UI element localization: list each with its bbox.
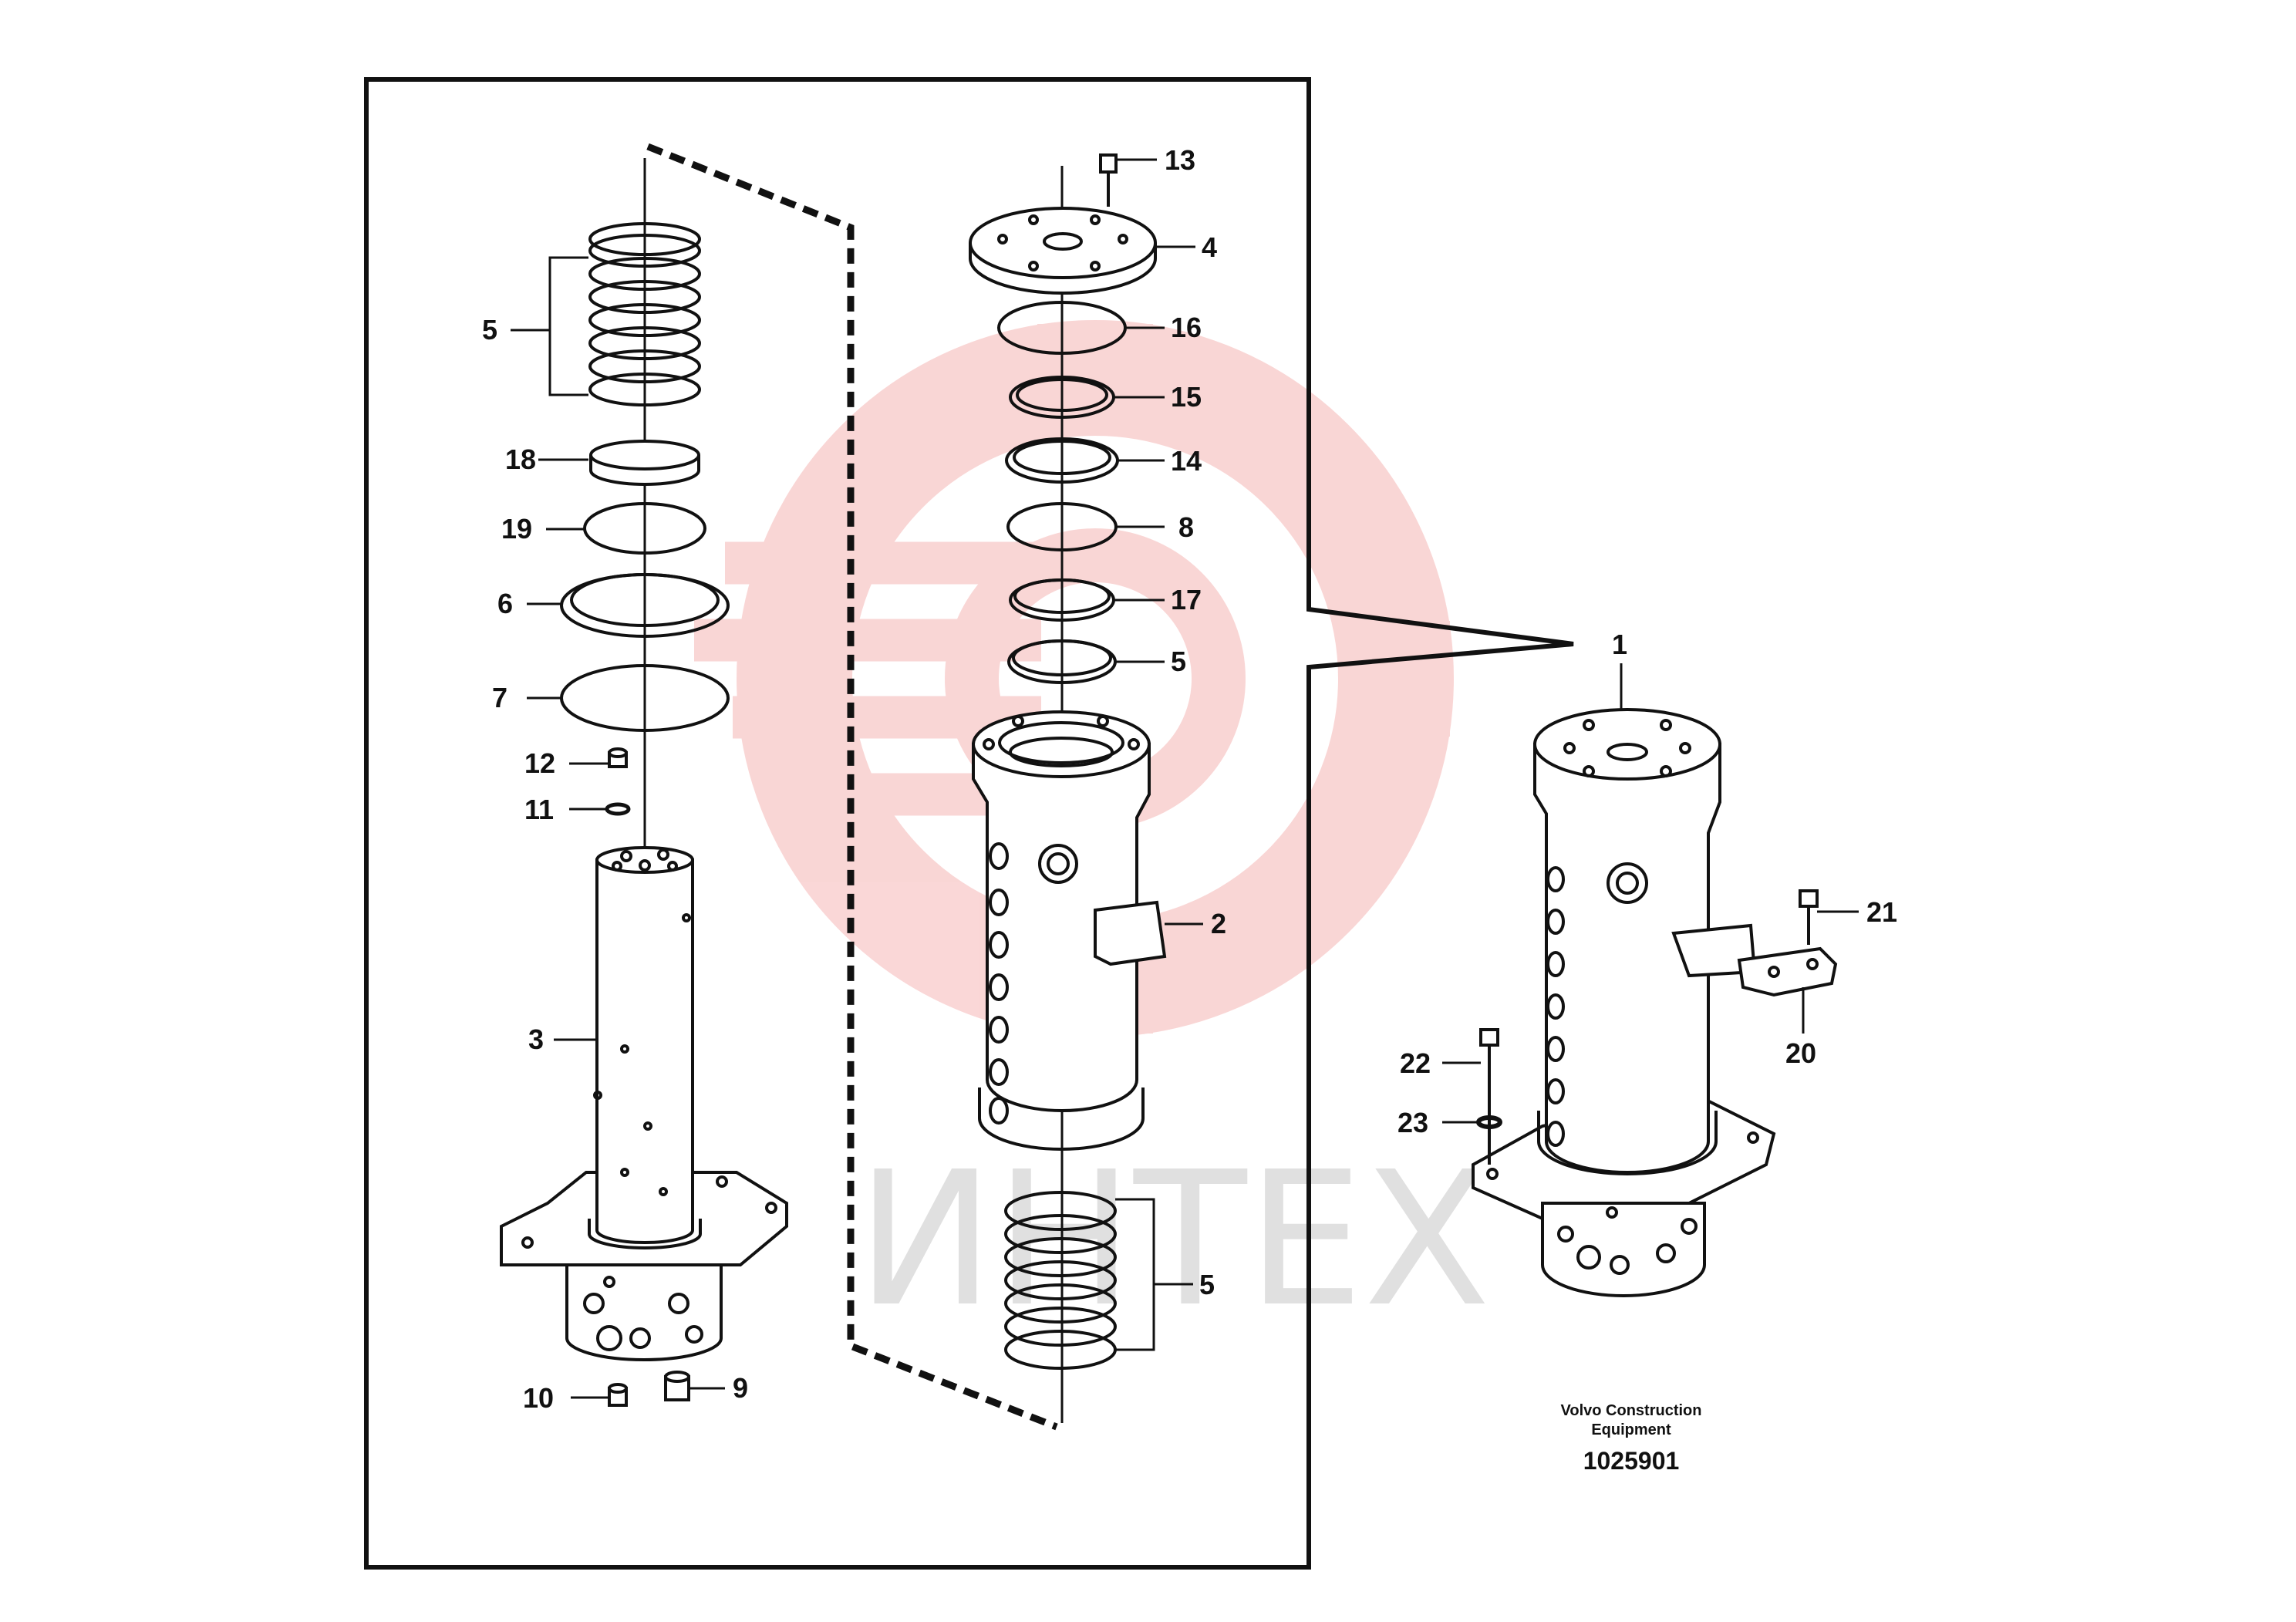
bolt-part22 bbox=[1479, 1028, 1499, 1165]
seal-stack-part5-lower bbox=[1004, 1191, 1117, 1370]
center-shaft-part3 bbox=[595, 858, 694, 1244]
callout-5-middle: 5 bbox=[1171, 646, 1186, 677]
bolt-part21 bbox=[1799, 889, 1819, 945]
callout-19: 19 bbox=[501, 513, 532, 545]
seal-stack-part5-upper bbox=[588, 222, 701, 406]
callout-3: 3 bbox=[528, 1023, 544, 1055]
callout-12: 12 bbox=[524, 747, 555, 779]
dashed-connector bbox=[646, 143, 1058, 1431]
callout-14: 14 bbox=[1171, 445, 1202, 477]
cover-part4 bbox=[969, 207, 1157, 295]
callout-22: 22 bbox=[1400, 1047, 1431, 1079]
plug-part10 bbox=[608, 1383, 628, 1407]
callout-5-upper: 5 bbox=[482, 314, 497, 346]
callout-23: 23 bbox=[1397, 1107, 1428, 1138]
callout-1: 1 bbox=[1612, 629, 1627, 660]
assembled-swivel-joint bbox=[1472, 708, 1838, 1297]
ring-part18 bbox=[589, 440, 700, 486]
callout-7: 7 bbox=[492, 682, 507, 713]
callout-15: 15 bbox=[1171, 381, 1202, 413]
company-name-line2: Equipment bbox=[1591, 1421, 1671, 1438]
callout-2: 2 bbox=[1211, 908, 1226, 939]
callout-9: 9 bbox=[733, 1372, 748, 1404]
shaft-port-block bbox=[565, 1263, 723, 1361]
callout-13: 13 bbox=[1165, 144, 1195, 176]
screw-part12 bbox=[608, 747, 628, 768]
callout-10: 10 bbox=[523, 1382, 554, 1414]
plug-part9 bbox=[664, 1371, 690, 1401]
company-name-line1: Volvo Construction bbox=[1561, 1402, 1702, 1419]
callouts: 5 18 19 6 7 12 11 3 10 9 13 4 16 15 14 8… bbox=[482, 144, 1897, 1414]
left-parts-column bbox=[500, 158, 788, 1407]
callout-5-lower: 5 bbox=[1199, 1269, 1215, 1300]
leader-lines bbox=[511, 158, 1859, 1399]
callout-11: 11 bbox=[524, 794, 554, 825]
callout-20: 20 bbox=[1785, 1037, 1816, 1069]
callout-17: 17 bbox=[1171, 584, 1202, 615]
housing-part2 bbox=[972, 710, 1167, 1151]
callout-18: 18 bbox=[505, 443, 536, 475]
callout-8: 8 bbox=[1178, 511, 1194, 543]
callout-4: 4 bbox=[1202, 231, 1217, 263]
drawing-number: 1025901 bbox=[1583, 1447, 1680, 1475]
exploded-view-frame bbox=[364, 77, 1574, 1570]
footer: Volvo Construction Equipment 1025901 bbox=[1561, 1402, 1702, 1475]
ring-part6 bbox=[560, 573, 730, 638]
washer-part11 bbox=[605, 802, 631, 816]
callout-6: 6 bbox=[497, 588, 513, 619]
callout-21: 21 bbox=[1866, 896, 1897, 928]
screw-part13 bbox=[1099, 153, 1118, 207]
callout-16: 16 bbox=[1171, 312, 1202, 343]
watermark-text: ИНТЕХ bbox=[856, 1131, 1491, 1347]
middle-parts-column bbox=[969, 153, 1167, 1423]
